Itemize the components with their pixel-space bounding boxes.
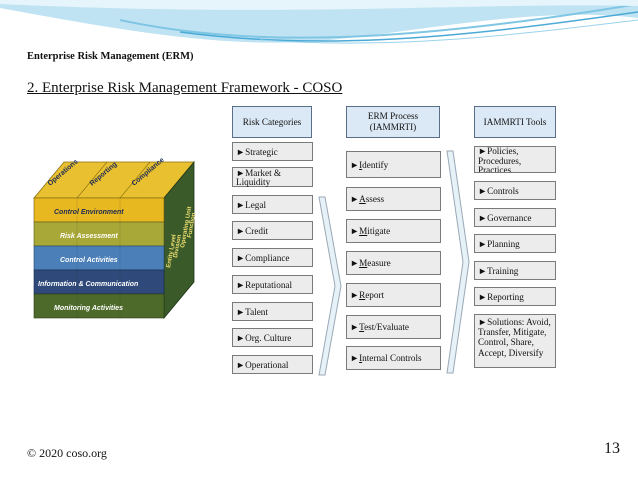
tools-item-controls: ►Controls — [474, 181, 556, 200]
tools-item-policies: ►Policies, Procedures, Practices — [474, 146, 556, 173]
flow-chevron-arrow — [318, 196, 342, 376]
risk-item-talent: ►Talent — [232, 302, 313, 321]
cube-row-monitoring: Monitoring Activities — [54, 305, 123, 312]
risk-item-legal: ►Legal — [232, 195, 313, 214]
risk-item-strategic: ►Strategic — [232, 142, 313, 161]
process-item-internal-controls: ►Internal Controls — [346, 346, 441, 370]
process-item-identify: ►Identify — [346, 151, 441, 178]
tools-item-solutions: ►Solutions: Avoid, Transfer, Mitigate, C… — [474, 314, 556, 368]
risk-item-reputational: ►Reputational — [232, 275, 313, 294]
deck-title: Enterprise Risk Management (ERM) — [27, 51, 194, 62]
tools-header: IAMMRTI Tools — [474, 106, 556, 138]
risk-categories-header: Risk Categories — [232, 106, 312, 138]
process-item-mitigate: ►Mitigate — [346, 219, 441, 243]
cube-row-control-environment: Control Environment — [54, 209, 124, 216]
risk-item-credit: ►Credit — [232, 221, 313, 240]
risk-item-org-culture: ►Org. Culture — [232, 328, 313, 347]
risk-item-operational: ►Operational — [232, 355, 313, 374]
flow-chevron-arrow-2 — [446, 150, 470, 374]
process-item-measure: ►Measure — [346, 251, 441, 275]
risk-item-compliance: ►Compliance — [232, 248, 313, 267]
coso-cube-diagram: Operations Reporting Compliance Entity L… — [26, 150, 196, 320]
tools-item-governance: ►Governance — [474, 208, 556, 227]
tools-item-training: ►Training — [474, 261, 556, 280]
tools-item-planning: ►Planning — [474, 234, 556, 253]
process-item-assess: ►Assess — [346, 187, 441, 211]
cube-row-control-activities: Control Activities — [60, 257, 118, 264]
cube-row-info-comm: Information & Communication — [38, 281, 138, 288]
risk-item-market-liquidity: ►Market & Liquidity — [232, 167, 313, 187]
slide-title: 2. Enterprise Risk Management Framework … — [27, 80, 342, 97]
tools-item-reporting: ►Reporting — [474, 287, 556, 306]
process-item-test-evaluate: ►Test/Evaluate — [346, 315, 441, 339]
footer-copyright: © 2020 coso.org — [27, 446, 107, 461]
process-item-report: ►Report — [346, 283, 441, 307]
cube-row-risk-assessment: Risk Assessment — [60, 233, 118, 240]
page-number: 13 — [604, 440, 620, 458]
erm-process-header: ERM Process (IAMMRTI) — [346, 106, 440, 138]
